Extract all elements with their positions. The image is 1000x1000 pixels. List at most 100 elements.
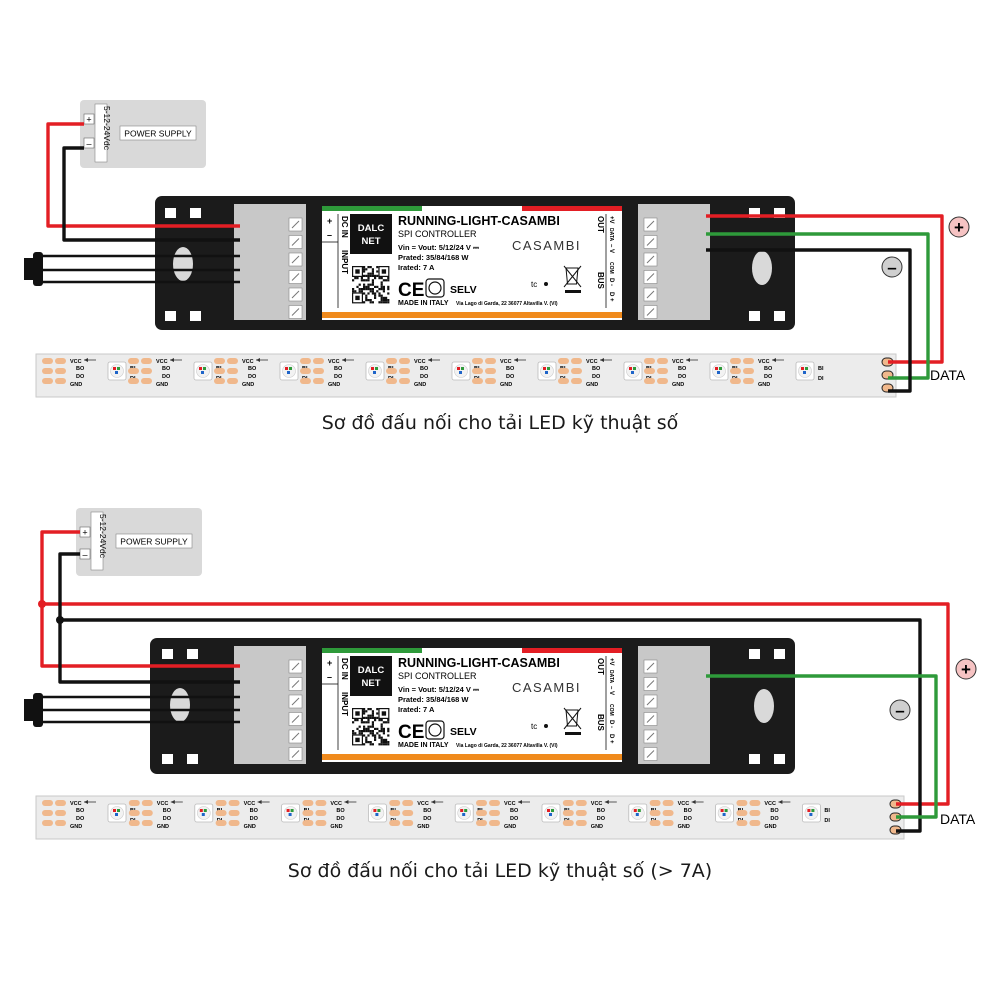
svg-text:BI: BI [818, 366, 824, 372]
label-com: COM [608, 262, 614, 274]
svg-text:+: + [961, 660, 971, 679]
spec2-prated: Prated: 35/84/168 W [398, 695, 469, 704]
wiring-diagram-1: + – 5-12-24Vdc POWER SUPPLY [24, 100, 970, 398]
weee-bin-icon [563, 265, 582, 293]
svg-text:GND: GND [157, 824, 169, 830]
svg-text:–: – [887, 258, 896, 277]
brand2-line-1: DALC [358, 665, 385, 676]
svg-text:GND: GND [244, 824, 256, 830]
svg-text:VCC: VCC [330, 801, 342, 807]
model-subtitle: SPI CONTROLLER [398, 229, 477, 239]
label-minus: – [327, 230, 332, 240]
label-data: DATA [608, 228, 614, 242]
svg-text:GND: GND [328, 382, 340, 388]
weee-bin-icon [563, 707, 582, 735]
svg-text:BO: BO [334, 366, 343, 372]
svg-text:GND: GND [242, 382, 254, 388]
svg-text:GND: GND [591, 824, 603, 830]
svg-text:DO: DO [250, 816, 259, 822]
svg-text:DO: DO [764, 374, 773, 380]
svg-text:BO: BO [678, 366, 687, 372]
svg-text:DO: DO [76, 816, 85, 822]
selv-mark: SELV [450, 284, 477, 296]
class-ii-icon [425, 720, 445, 740]
plus-symbol-icon: + [955, 658, 977, 680]
data-label-2: DATA [940, 811, 976, 827]
junction-red [38, 600, 46, 608]
qr-code-icon [352, 708, 390, 746]
label2-dc-in: DC IN [340, 658, 349, 680]
svg-text:GND: GND [70, 824, 82, 830]
label2-com: COM [608, 704, 614, 716]
svg-text:DO: DO [420, 374, 429, 380]
svg-text:BO: BO [764, 366, 773, 372]
ce2-mark: CE [398, 722, 424, 743]
svg-text:DO: DO [336, 816, 345, 822]
svg-text:VCC: VCC [500, 359, 512, 365]
wiring-diagram-2: + – 5-12-24Vdc POWER SUPPLY + – [24, 508, 977, 840]
casambi2-logo: CASAMBI [512, 680, 581, 695]
svg-text:VCC: VCC [70, 801, 82, 807]
terminal-screws-1 [288, 217, 658, 319]
brand2-line-2: NET [362, 678, 381, 689]
svg-text:BO: BO [250, 808, 259, 814]
svg-text:VCC: VCC [414, 359, 426, 365]
ps2-minus-label: – [82, 550, 87, 560]
junction-black [56, 616, 64, 624]
wires-1 [40, 122, 944, 393]
label2-plus: + [327, 658, 332, 668]
spec2-irated: Irated: 7 A [398, 705, 435, 714]
wire-green-data-out [706, 232, 930, 380]
svg-text:DO: DO [248, 374, 257, 380]
label2-bus: BUS [596, 714, 605, 732]
svg-text:BO: BO [163, 808, 172, 814]
svg-text:VCC: VCC [504, 801, 516, 807]
svg-text:BO: BO [770, 808, 779, 814]
plus-symbol-icon: + [948, 216, 970, 238]
svg-text:VCC: VCC [678, 801, 690, 807]
model-name: RUNNING-LIGHT-CASAMBI [398, 214, 560, 228]
svg-text:BO: BO [76, 366, 85, 372]
push-button-switch-2 [24, 693, 43, 727]
svg-text:GND: GND [417, 824, 429, 830]
wire-green-data-out-2 [706, 674, 938, 819]
label2-plus-v: +V [608, 658, 614, 666]
spec2-vin: Vin = Vout: 5/12/24 V ⎓ [398, 685, 480, 694]
svg-text:VCC: VCC [586, 359, 598, 365]
svg-text:GND: GND [70, 382, 82, 388]
led-strip-1: VCCBODOGNDBIDIVCCBODOGNDBIDIVCCBODOGNDBI… [35, 353, 897, 398]
casambi-logo: CASAMBI [512, 238, 581, 253]
svg-text:DO: DO [678, 374, 687, 380]
svg-text:DO: DO [162, 374, 171, 380]
model2-subtitle: SPI CONTROLLER [398, 671, 477, 681]
svg-text:BO: BO [420, 366, 429, 372]
label-minus-v: – V [608, 244, 614, 253]
svg-text:GND: GND [678, 824, 690, 830]
qr-code-icon [352, 266, 390, 304]
class-ii-icon [425, 278, 445, 298]
svg-text:BO: BO [684, 808, 693, 814]
wire-red-bypass [42, 602, 950, 806]
svg-text:VCC: VCC [156, 359, 168, 365]
svg-text:GND: GND [764, 824, 776, 830]
svg-text:GND: GND [156, 382, 168, 388]
svg-text:VCC: VCC [758, 359, 770, 365]
wire-red-psu-plus [46, 122, 240, 228]
svg-text:DO: DO [506, 374, 515, 380]
power-supply-1: + – 5-12-24Vdc POWER SUPPLY [80, 100, 206, 168]
made-in-italy: MADE IN ITALY [398, 300, 449, 307]
label-d-minus: D - [608, 278, 614, 286]
label2-d-plus: D + [608, 734, 614, 744]
selv2-mark: SELV [450, 726, 477, 738]
label2-input: INPUT [340, 692, 349, 716]
label2-d-minus: D - [608, 720, 614, 728]
ps2-voltage-label: 5-12-24Vdc [98, 514, 108, 559]
svg-text:VCC: VCC [157, 801, 169, 807]
svg-text:GND: GND [586, 382, 598, 388]
svg-text:VCC: VCC [764, 801, 776, 807]
spec-irated: Irated: 7 A [398, 263, 435, 272]
svg-text:GND: GND [500, 382, 512, 388]
svg-text:DO: DO [592, 374, 601, 380]
svg-text:GND: GND [672, 382, 684, 388]
brand-line-2: NET [362, 236, 381, 247]
